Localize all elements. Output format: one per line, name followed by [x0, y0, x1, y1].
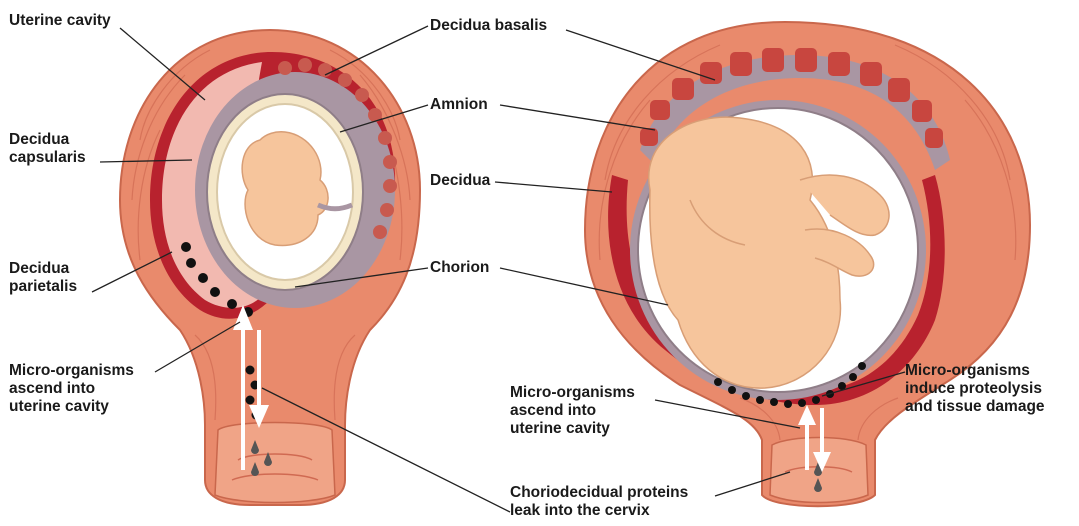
label-choriodecidual: Choriodecidual proteins leak into the ce…	[510, 484, 688, 520]
label-micro-ascend-right-line3: uterine cavity	[510, 420, 635, 438]
label-choriodecidual-line1: Choriodecidual proteins	[510, 484, 688, 502]
label-decidua-parietalis: Decidua parietalis	[9, 260, 77, 296]
label-micro-ascend-left-line1: Micro-organisms	[9, 362, 134, 380]
label-decidua-parietalis-line2: parietalis	[9, 278, 77, 296]
label-decidua-basalis: Decidua basalis	[430, 17, 547, 35]
label-micro-ascend-left-line2: ascend into	[9, 380, 134, 398]
label-micro-proteolysis: Micro-organisms induce proteolysis and t…	[905, 362, 1045, 416]
label-choriodecidual-line2: leak into the cervix	[510, 502, 688, 520]
label-micro-proteolysis-line2: induce proteolysis	[905, 380, 1045, 398]
label-uterine-cavity: Uterine cavity	[9, 12, 111, 30]
right-uterus	[585, 22, 1030, 506]
label-decidua-basalis-text: Decidua basalis	[430, 17, 547, 35]
label-decidua-capsularis-line1: Decidua	[9, 131, 86, 149]
label-micro-proteolysis-line3: and tissue damage	[905, 398, 1045, 416]
label-chorion-text: Chorion	[430, 259, 489, 277]
label-micro-ascend-left: Micro-organisms ascend into uterine cavi…	[9, 362, 134, 416]
label-micro-proteolysis-line1: Micro-organisms	[905, 362, 1045, 380]
label-decidua-text: Decidua	[430, 172, 490, 190]
label-micro-ascend-left-line3: uterine cavity	[9, 398, 134, 416]
label-decidua: Decidua	[430, 172, 490, 190]
left-cervix	[215, 423, 335, 503]
label-chorion: Chorion	[430, 259, 489, 277]
label-decidua-capsularis-line2: capsularis	[9, 149, 86, 167]
label-micro-ascend-right-line2: ascend into	[510, 402, 635, 420]
label-uterine-cavity-text: Uterine cavity	[9, 12, 111, 30]
label-decidua-capsularis: Decidua capsularis	[9, 131, 86, 167]
label-decidua-parietalis-line1: Decidua	[9, 260, 77, 278]
left-uterus	[120, 30, 420, 505]
label-amnion: Amnion	[430, 96, 488, 114]
label-amnion-text: Amnion	[430, 96, 488, 114]
label-micro-ascend-right: Micro-organisms ascend into uterine cavi…	[510, 384, 635, 438]
label-micro-ascend-right-line1: Micro-organisms	[510, 384, 635, 402]
